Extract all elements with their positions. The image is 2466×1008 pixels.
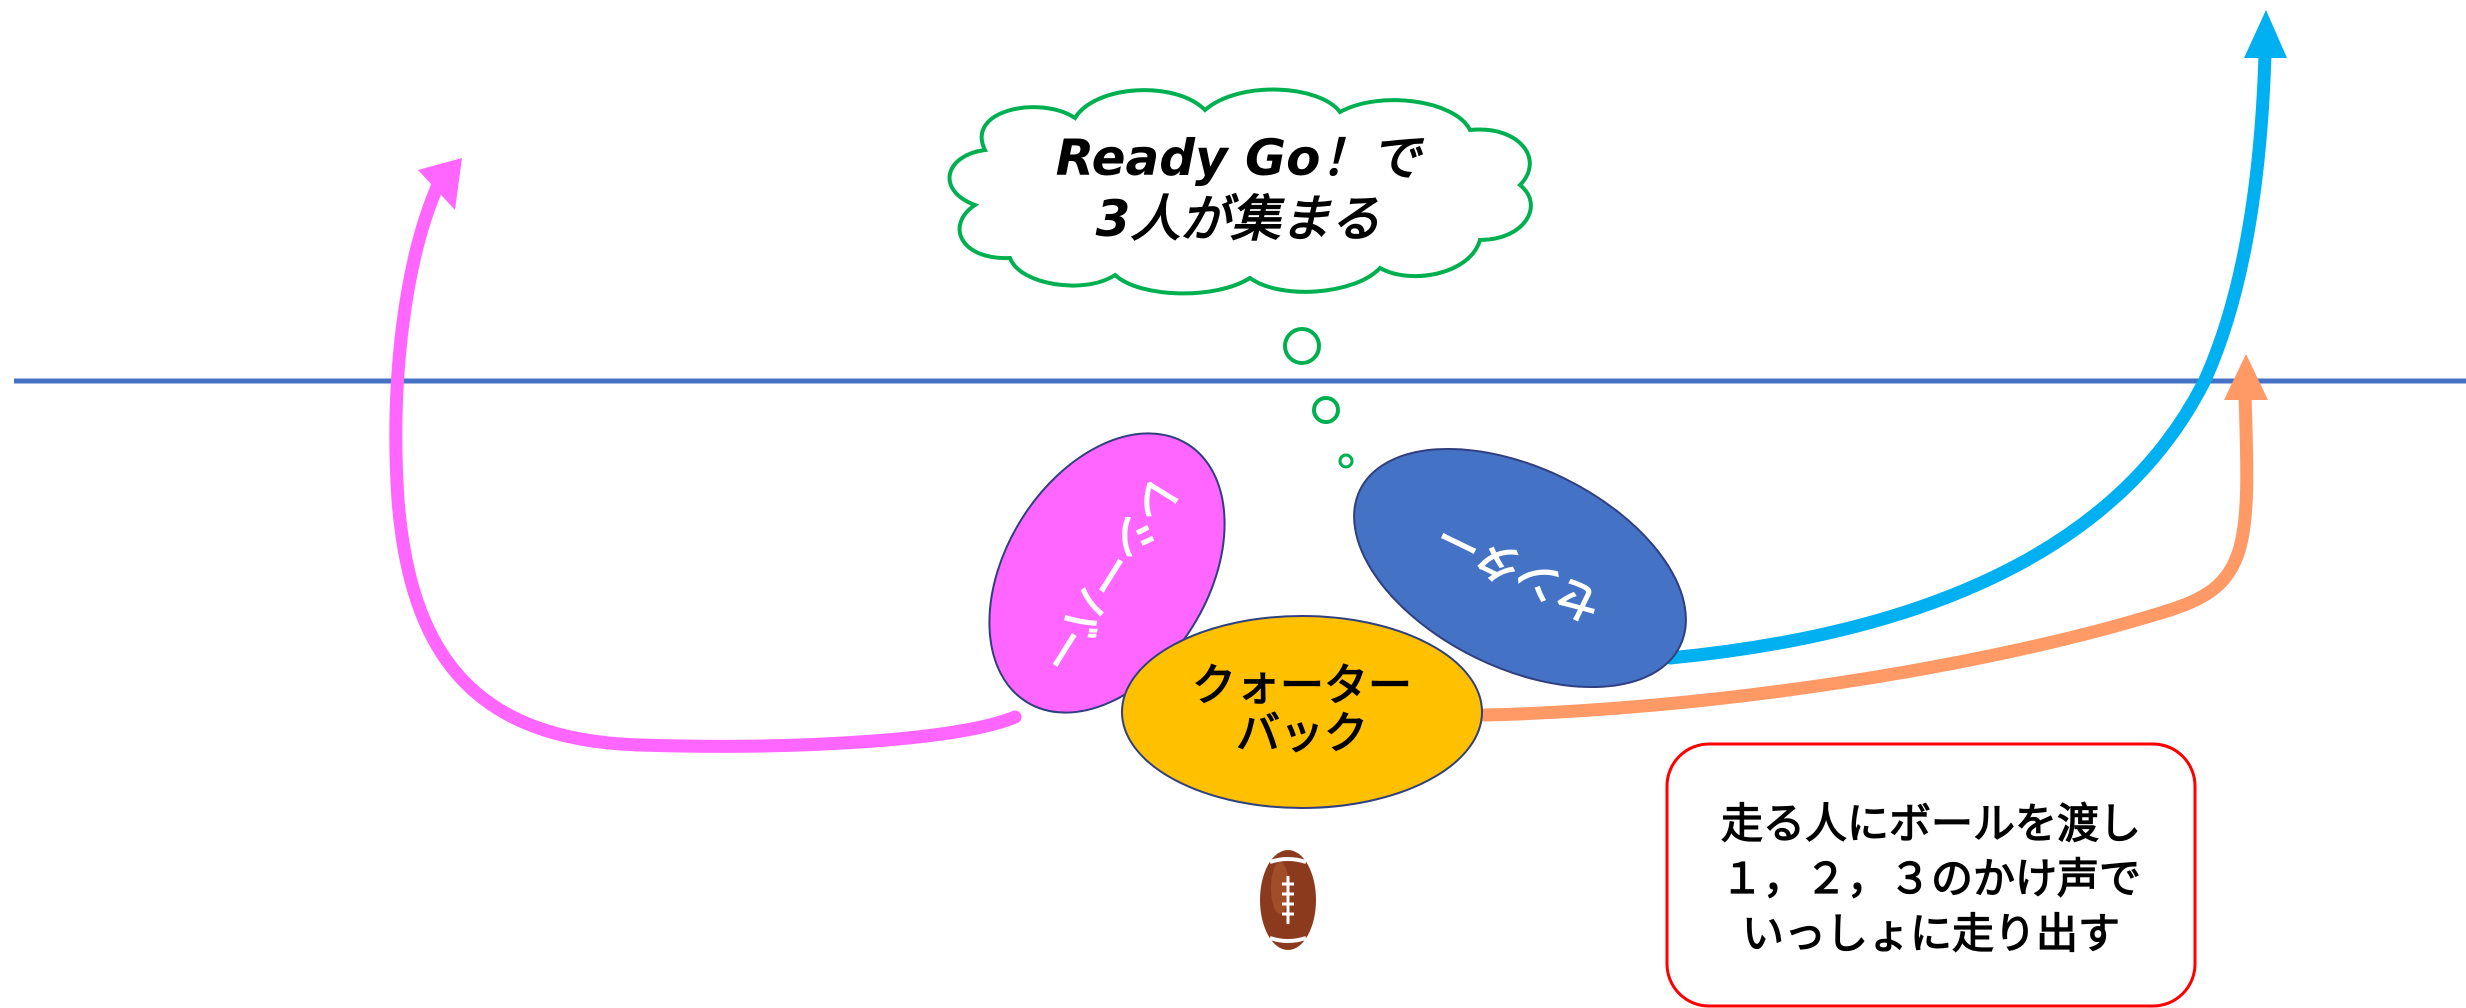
quarterback-label-line-1: クォーター [1192, 660, 1412, 711]
thought-dot-large [1283, 327, 1321, 365]
center-player: センター [1353, 447, 1687, 689]
thought-line-1: Ready Go！で [1056, 129, 1425, 187]
thought-dot-small [1338, 453, 1354, 469]
thought-bubble: Ready Go！で 3人が集まる [947, 87, 1533, 469]
receiver-ellipse [988, 432, 1226, 714]
receiver-route-arrowhead [418, 158, 462, 210]
note-line-1: 走る人にボールを渡し [1721, 799, 2141, 848]
quarterback-label-line-2: バック [1236, 708, 1368, 759]
football-icon [1260, 850, 1316, 950]
instruction-note-box [1665, 742, 2197, 1008]
thought-line-2: 3人が集まる [1096, 190, 1381, 248]
receiver-route-arrow [389, 178, 1022, 753]
center-route-arrow [1663, 48, 2272, 665]
receiver-player: レシーバー [988, 432, 1226, 714]
cloud-shape [947, 87, 1533, 296]
instruction-note: 走る人にボールを渡し １，２，３のかけ声で いっしょに走り出す [1665, 742, 2197, 1008]
qb-route-arrow [1478, 388, 2254, 722]
note-line-3: いっしょに走り出す [1742, 909, 2120, 958]
note-line-2: １，２，３のかけ声で [1721, 854, 2141, 903]
quarterback-player: クォーター バック [1121, 615, 1483, 809]
qb-route-arrowhead [2224, 354, 2268, 400]
center-route-arrowhead [2244, 10, 2287, 58]
center-ellipse [1353, 447, 1687, 689]
quarterback-ellipse [1121, 615, 1483, 809]
thought-dot-medium [1312, 396, 1340, 424]
